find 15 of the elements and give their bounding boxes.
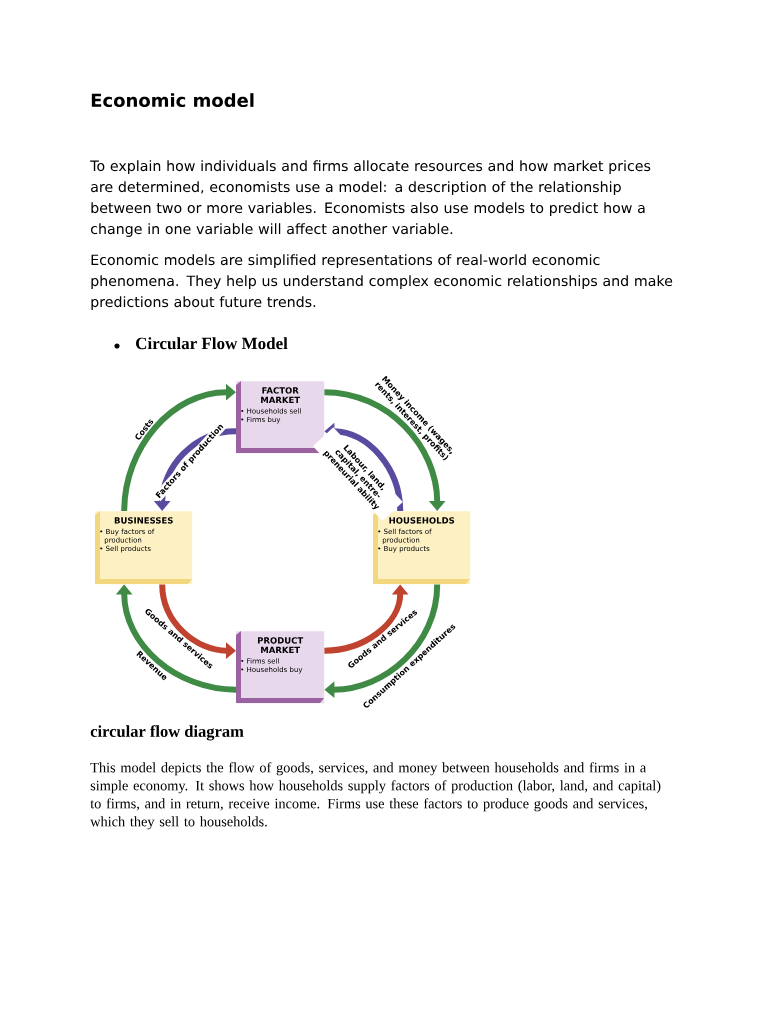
market-box [236, 631, 325, 704]
diagram-caption: circular flow diagram [90, 725, 244, 741]
box-heading: BUSINESSES [114, 517, 173, 524]
list-item: Circular Flow Model [136, 337, 288, 350]
box-heading: HOUSEHOLDS [389, 517, 455, 524]
box-heading: FACTOR MARKET [261, 387, 301, 403]
curved-arrow [324, 389, 446, 511]
paragraph: To explain how individuals and firms allocate resources and how market prices are determined, economists use a model: a description of the relationship between two or more variables. Economists also use models to predict how a change in one variable will affect another variable. [90, 160, 651, 237]
paragraph: This model depicts the flow of goods, services, and money between households and firms in a simple economy. It shows how households supply factors of production (labor, land, and capital) to firms, and in return, receive income. Firms use these factors to produce goods and services, which they sell to households. [90, 762, 661, 830]
page-title: Economic model [91, 93, 254, 108]
curved-arrow [121, 383, 236, 512]
paragraph: Economic models are simplified representations of real-world economic phenomena. They help us understand complex economic relationships and make predictions about future trends. [91, 254, 673, 310]
sector-box [373, 511, 471, 585]
box-heading: PRODUCT MARKET [258, 637, 304, 653]
sector-box [95, 511, 193, 585]
